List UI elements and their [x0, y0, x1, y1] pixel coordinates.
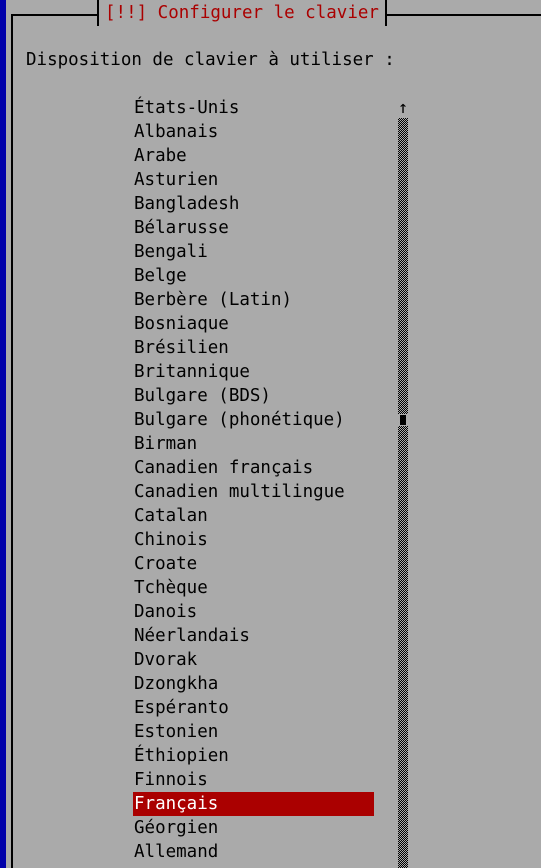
keyboard-layout-option[interactable]: Arabe	[134, 146, 187, 166]
keyboard-layout-option[interactable]: Asturien	[134, 170, 219, 190]
keyboard-layout-option[interactable]: Croate	[134, 554, 198, 574]
scroll-up-arrow-icon[interactable]: ↑	[397, 98, 409, 118]
list-scrollbar[interactable]: ↑	[397, 96, 409, 868]
keyboard-layout-option[interactable]: Danois	[134, 602, 198, 622]
keyboard-layout-option[interactable]: Tchèque	[134, 578, 208, 598]
keyboard-layout-prompt: Disposition de clavier à utiliser :	[26, 50, 395, 70]
keyboard-layout-option[interactable]: Canadien français	[134, 458, 314, 478]
keyboard-layout-option[interactable]: Chinois	[134, 530, 208, 550]
keyboard-layout-option[interactable]: Bulgare (phonétique)	[134, 410, 345, 430]
keyboard-layout-option[interactable]: Bélarusse	[134, 218, 229, 238]
keyboard-layout-option[interactable]: Néerlandais	[134, 626, 250, 646]
keyboard-layout-option[interactable]: Bulgare (BDS)	[134, 386, 271, 406]
keyboard-layout-option[interactable]: Bosniaque	[134, 314, 229, 334]
scroll-track[interactable]	[398, 118, 408, 868]
keyboard-layout-option[interactable]: Éthiopien	[134, 746, 229, 766]
keyboard-layout-option[interactable]: Belge	[134, 266, 187, 286]
keyboard-layout-option[interactable]: Bangladesh	[134, 194, 240, 214]
keyboard-layout-option[interactable]: Bengali	[134, 242, 208, 262]
keyboard-layout-option[interactable]: Albanais	[134, 122, 219, 142]
keyboard-layout-option[interactable]: Français	[133, 792, 374, 816]
keyboard-layout-option[interactable]: Birman	[134, 434, 198, 454]
keyboard-layout-option[interactable]: Dvorak	[134, 650, 198, 670]
keyboard-layout-option[interactable]: Britannique	[134, 362, 250, 382]
keyboard-config-dialog: [!!] Configurer le clavier Disposition d…	[6, 0, 541, 868]
keyboard-layout-option[interactable]: Catalan	[134, 506, 208, 526]
keyboard-layout-option[interactable]: Berbère (Latin)	[134, 290, 293, 310]
keyboard-layout-option[interactable]: Finnois	[134, 770, 208, 790]
keyboard-layout-option[interactable]: Dzongkha	[134, 674, 219, 694]
keyboard-layout-option[interactable]: Estonien	[134, 722, 219, 742]
keyboard-layout-option[interactable]: Canadien multilingue	[134, 482, 345, 502]
keyboard-layout-option[interactable]: États-Unis	[134, 98, 240, 118]
keyboard-layout-option[interactable]: Allemand	[134, 842, 219, 862]
dialog-title: [!!] Configurer le clavier	[97, 0, 387, 26]
keyboard-layout-option[interactable]: Brésilien	[134, 338, 229, 358]
keyboard-layout-option[interactable]: Espéranto	[134, 698, 229, 718]
keyboard-layout-option[interactable]: Géorgien	[134, 818, 219, 838]
scroll-thumb[interactable]	[398, 414, 408, 426]
